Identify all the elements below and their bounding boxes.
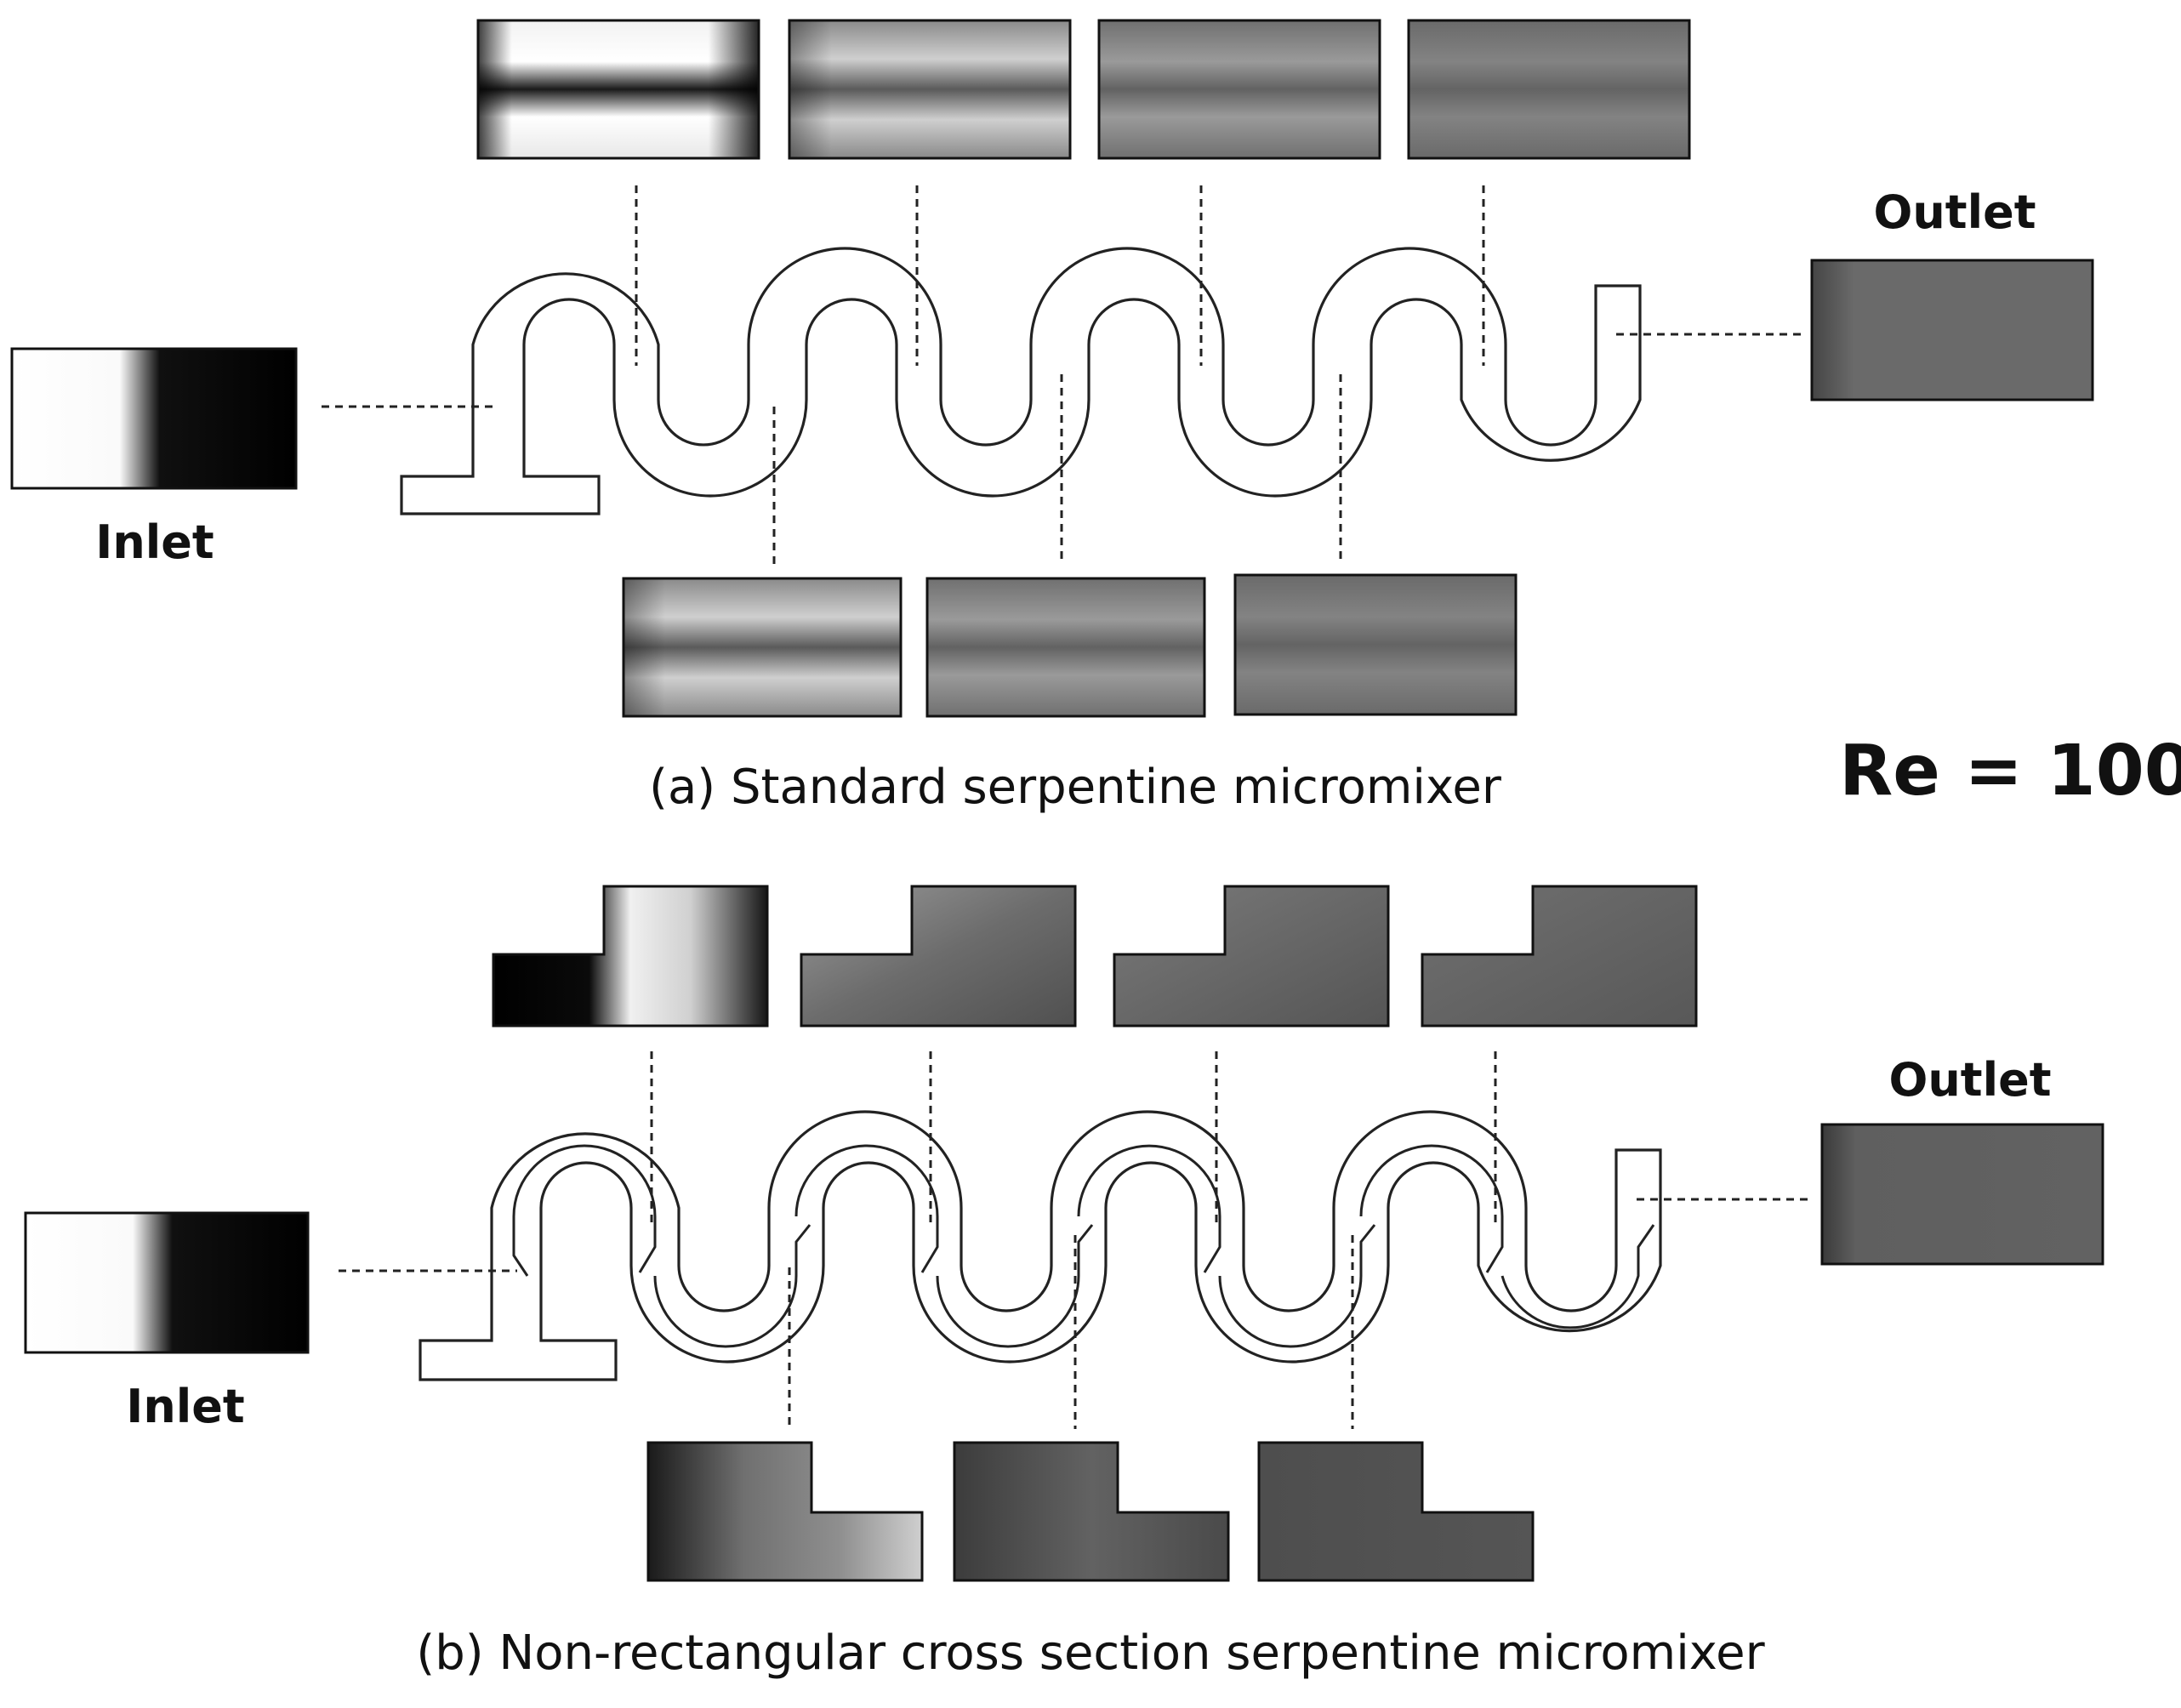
section-b-top-1 [492,885,769,1028]
section-a-bottom-1 [622,577,903,718]
inlet-b-section [24,1211,310,1354]
panel-b: Inlet Outlet [24,885,2104,1681]
section-b-top-2 [800,885,1077,1028]
guide-lines-b [339,1051,1814,1429]
section-b-bottom-3 [1257,1441,1535,1582]
inlet-b-label: Inlet [126,1380,244,1433]
section-a-top-2 [788,19,1072,160]
serpentine-channel-a [400,247,1642,515]
caption-a: (a) Standard serpentine micromixer [649,760,1502,815]
panel-a: Inlet Outlet (a) Standard serpentine mic… [10,19,2094,815]
section-a-top-3 [1097,19,1381,160]
outlet-b-section [1820,1123,2104,1266]
section-b-bottom-1 [646,1441,924,1582]
section-b-top-4 [1421,885,1698,1028]
section-a-top-1 [476,19,760,160]
section-a-bottom-2 [925,577,1206,718]
outlet-a-label: Outlet [1873,185,2036,239]
section-b-top-3 [1113,885,1390,1028]
reynolds-number-label: Re = 100 [1839,731,2181,811]
guide-lines-a [322,185,1802,565]
caption-b: (b) Non-rectangular cross section serpen… [416,1625,1765,1681]
outlet-a-section [1810,259,2094,401]
section-b-bottom-2 [953,1441,1230,1582]
section-a-bottom-3 [1233,573,1518,716]
inlet-a-section [10,347,298,490]
outlet-b-label: Outlet [1888,1053,2051,1107]
serpentine-channel-b [419,1110,1662,1381]
section-a-top-4 [1407,19,1691,160]
inlet-a-label: Inlet [95,515,214,569]
